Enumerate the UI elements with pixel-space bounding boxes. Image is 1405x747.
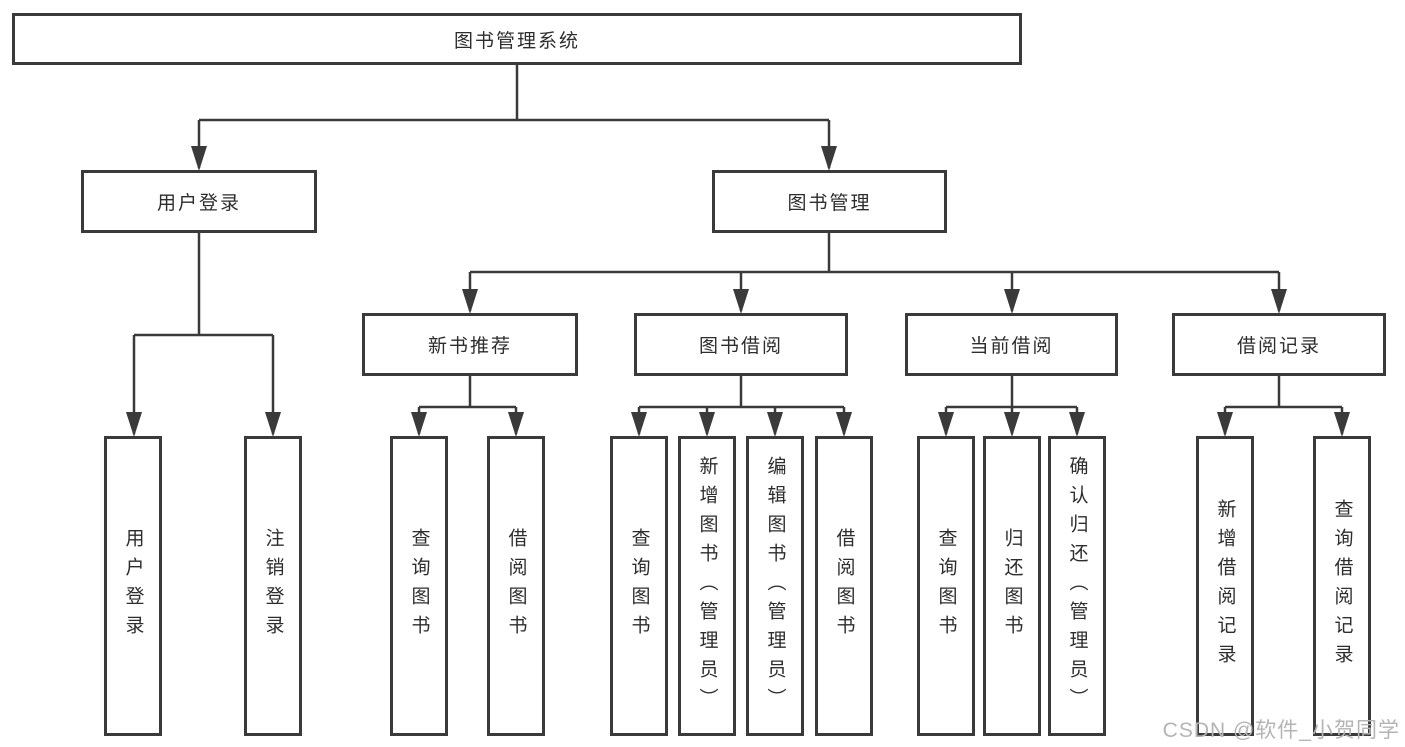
node-label: 图书借阅 [698, 336, 783, 357]
arrowhead-icons [126, 146, 1350, 437]
node-label: 编辑图书（管理员） [764, 455, 786, 717]
node-leaf-add-book-admin: 新增图书（管理员） [678, 436, 736, 736]
node-leaf-query-books-current: 查询图书 [917, 436, 975, 736]
node-label: 归还图书 [1001, 528, 1023, 644]
node-label: 当前借阅 [969, 336, 1054, 357]
node-label: 确认归还（管理员） [1066, 455, 1088, 717]
node-label: 查询图书 [408, 528, 430, 644]
node-label: 查询图书 [935, 528, 957, 644]
node-leaf-logout: 注销登录 [244, 436, 302, 736]
node-borrowing-records: 借阅记录 [1172, 313, 1386, 376]
node-label: 用户登录 [156, 193, 241, 214]
node-leaf-edit-book-admin: 编辑图书（管理员） [746, 436, 804, 736]
node-leaf-query-books-recommend: 查询图书 [390, 436, 448, 736]
node-label: 图书管理系统 [453, 30, 580, 52]
node-label: 借阅记录 [1236, 336, 1321, 357]
node-user-login: 用户登录 [81, 170, 317, 233]
node-leaf-add-borrow-record: 新增借阅记录 [1196, 436, 1254, 736]
node-leaf-borrow-books-borrowing: 借阅图书 [815, 436, 873, 736]
node-library-system: 图书管理系统 [12, 13, 1022, 65]
csdn-watermark: CSDN @软件_小贺同学 [1162, 719, 1400, 742]
node-leaf-query-borrow-record: 查询借阅记录 [1313, 436, 1371, 736]
node-label: 新书推荐 [427, 336, 512, 357]
node-label: 用户登录 [122, 528, 144, 644]
node-leaf-user-login: 用户登录 [104, 436, 162, 736]
node-label: 借阅图书 [505, 528, 527, 644]
node-book-management: 图书管理 [712, 170, 947, 233]
node-current-borrowing: 当前借阅 [905, 313, 1118, 376]
node-leaf-query-books-borrowing: 查询图书 [610, 436, 668, 736]
node-label: 查询图书 [628, 528, 650, 644]
node-leaf-return-books: 归还图书 [983, 436, 1041, 736]
node-label: 查询借阅记录 [1331, 499, 1353, 673]
node-leaf-borrow-books-recommend: 借阅图书 [487, 436, 545, 736]
node-book-borrowing: 图书借阅 [634, 313, 848, 376]
node-label: 新增图书（管理员） [696, 455, 718, 717]
node-new-book-recommend: 新书推荐 [362, 313, 578, 376]
node-label: 新增借阅记录 [1214, 499, 1236, 673]
node-label: 借阅图书 [833, 528, 855, 644]
node-leaf-confirm-return-admin: 确认归还（管理员） [1048, 436, 1106, 736]
node-label: 注销登录 [262, 528, 284, 644]
node-label: 图书管理 [787, 193, 872, 214]
